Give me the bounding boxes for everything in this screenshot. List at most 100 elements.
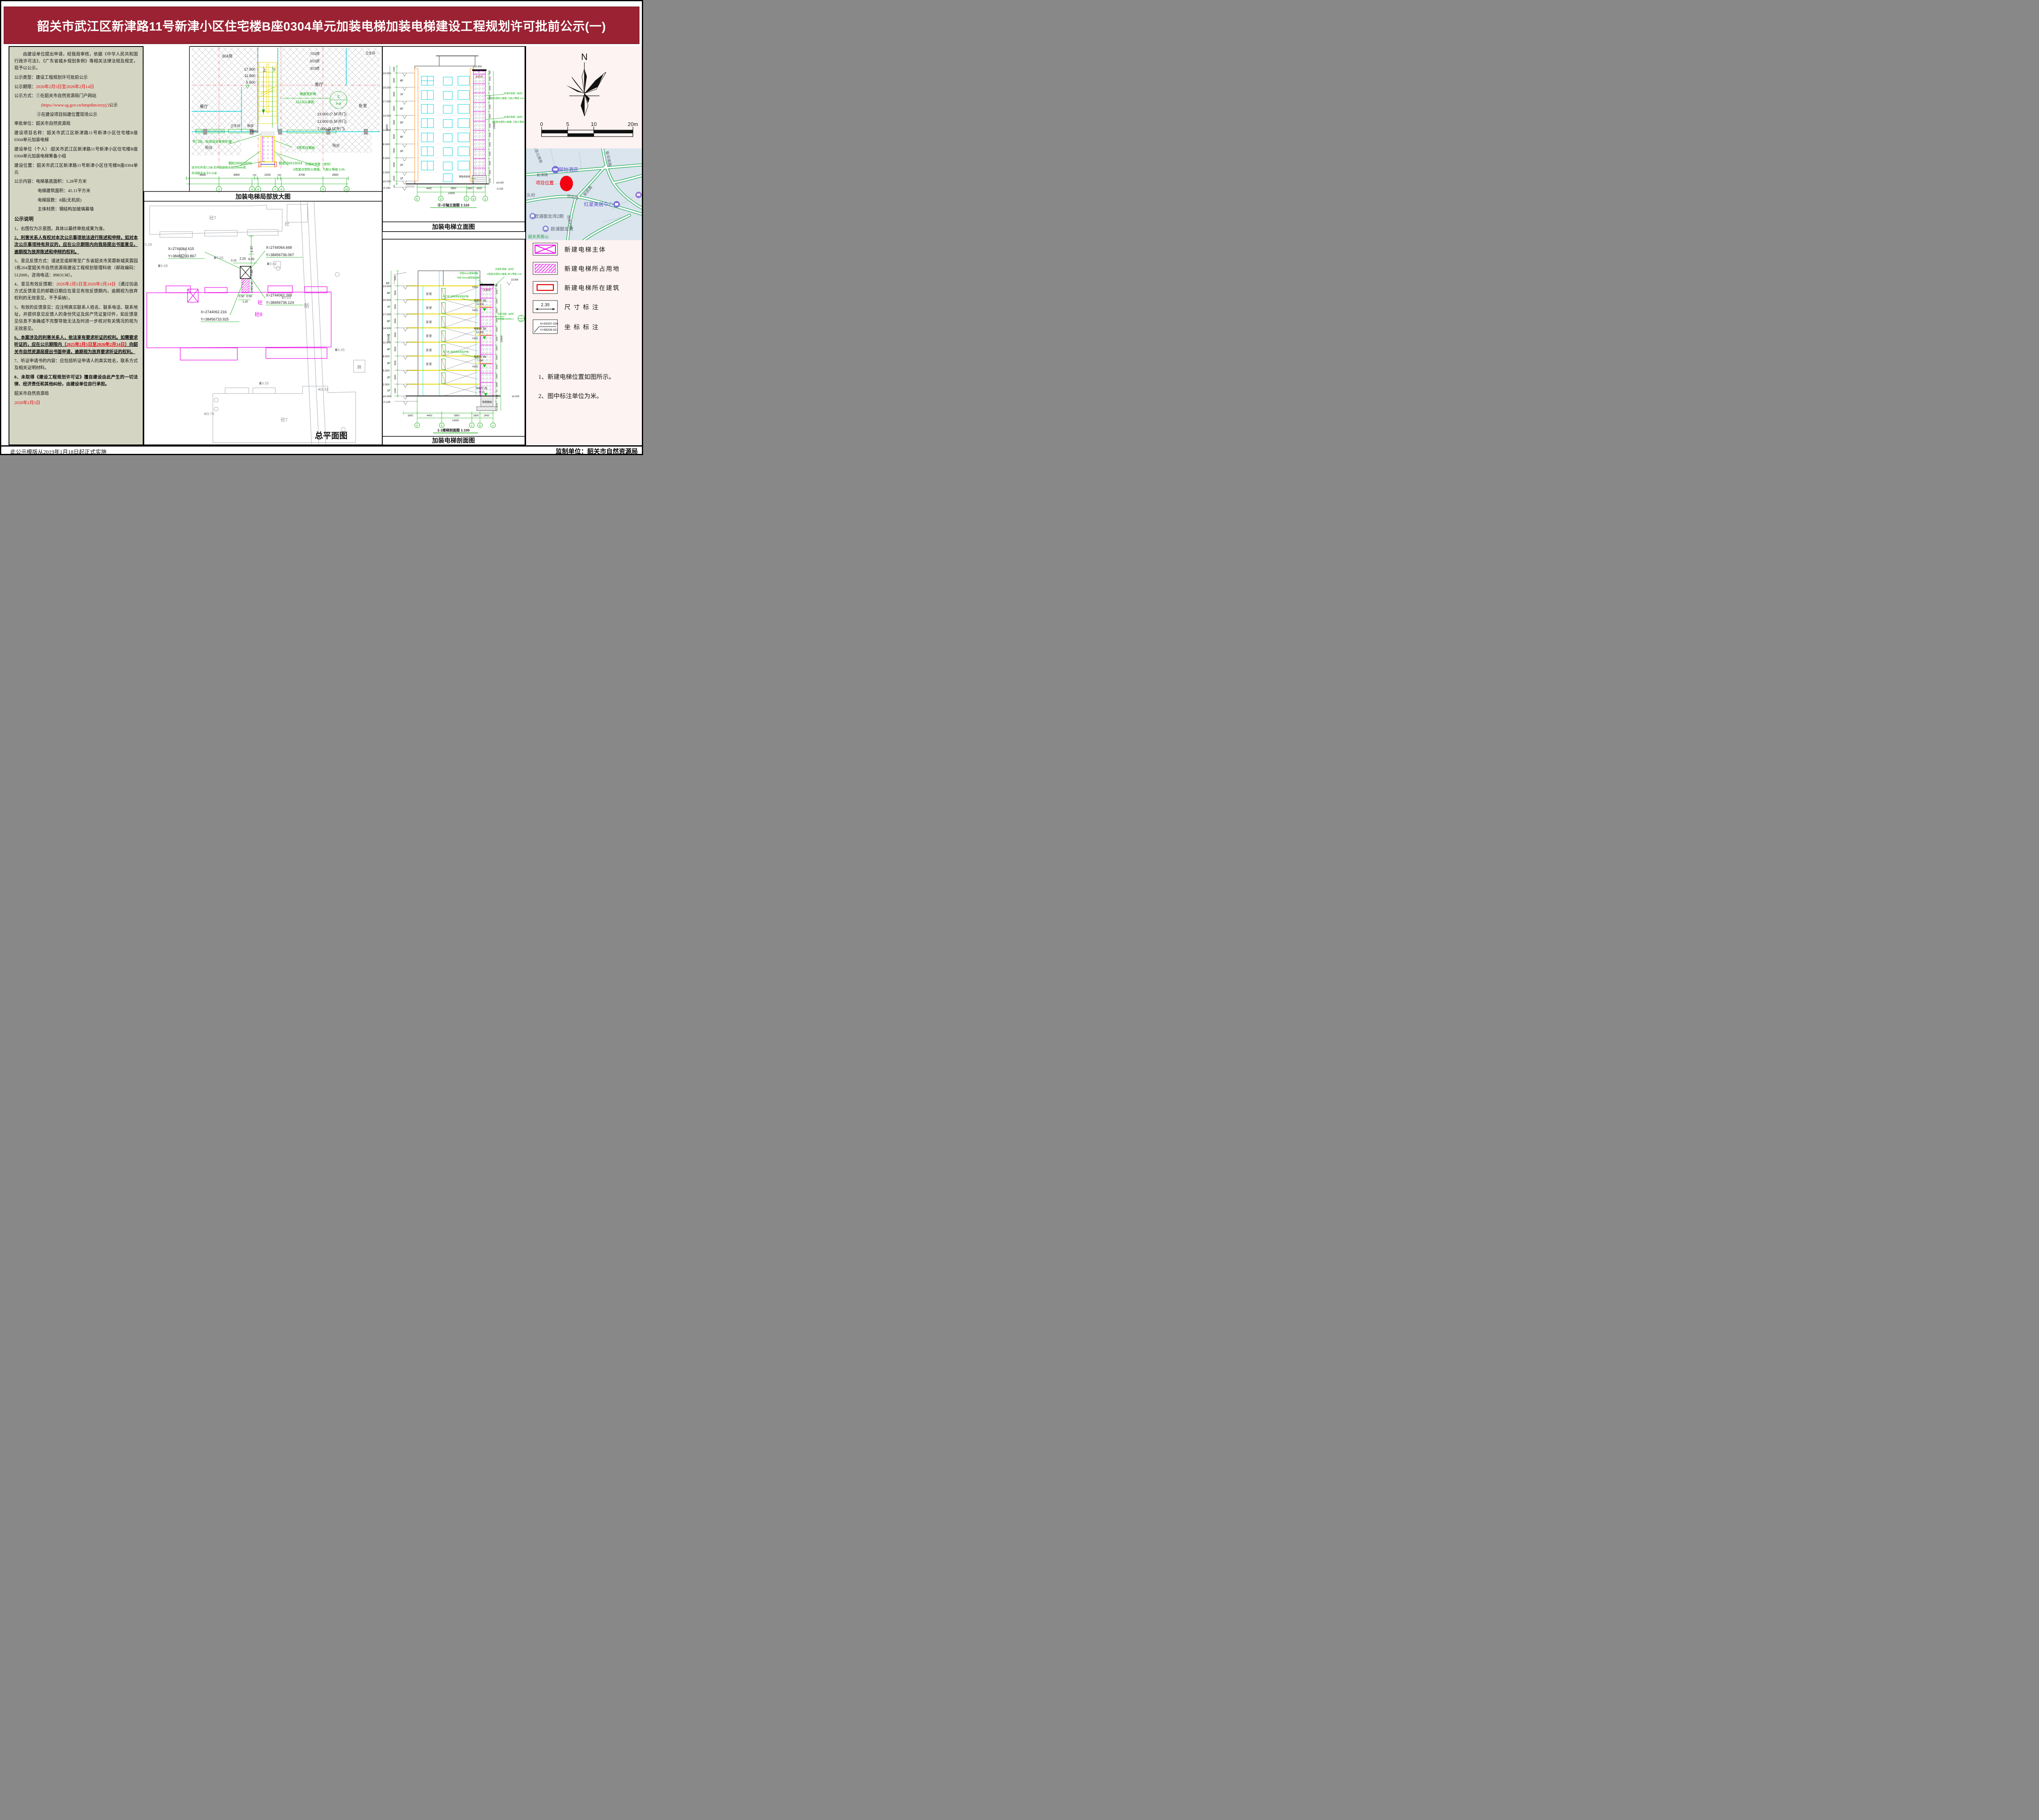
drawing-label: 1600 [407,415,413,417]
drawing-label: 700 [496,284,498,287]
drawing-label: 14300 [448,192,455,195]
drawing-label: 8F [387,292,390,295]
drawing-label: 3000 [394,375,397,380]
drawing-label: 参图集15J403-1 [498,317,513,321]
drawing-label: X=2744062.268 [266,293,292,297]
drawing-label: 2.40 [251,281,254,287]
drawing-label: 5 [566,121,569,127]
drawing-label: 19.000 [476,303,484,306]
drawing-label: 钢梁150X150X4 [279,161,302,165]
drawing-label: 23500 [386,124,389,131]
drawing-label: 2000 [489,76,491,81]
drawing-label: 4400 [426,188,432,190]
sidebar-panel: N [525,46,642,445]
drawing-label: ±0.000 [512,396,520,398]
footer-supervisor: 监制单位：韶关市自然资源局 [555,448,638,455]
drawing-label: 20m [628,121,638,127]
drawing-label: 5.500 [383,157,390,160]
drawing-label: 砼 [258,300,263,305]
notice-text-run: 公示方式：①在韶关市自然资源局门户网站 [14,94,97,99]
drawing-label: ±0.000 [383,395,391,398]
drawing-label: 无机房 [475,75,483,78]
legend-label: 尺 寸 标 注 [564,304,599,311]
drawing-label: Y=38456733.867 [168,254,196,258]
drawing-label: 5900 [454,415,460,417]
notice-text-run: 3、意见反馈方式：请送至或邮寄至广东省韶关市芙蓉新城芙蓉园1栋204室韶关市自然… [14,259,138,278]
drawing-label: 3600 [199,174,206,177]
drawing-label: 卧室 [426,362,432,366]
notice-text-run: 电梯建筑面积：45.11平方米 [38,189,91,193]
drawing-label: 700 [489,71,491,75]
drawing-label: 503房 [310,59,320,63]
footer-template-note: 此公示模版从2019年1月18日起正式实施 [10,449,107,455]
drawing-label: 欧浦御龙湾2期 [534,213,564,219]
drawing-label: YMJ1 [472,286,478,289]
notice-text-panel: 由建设单位提出申请，经我局审核，依据《中华人民共和国行政许可法》、《广东省城乡规… [9,46,144,445]
drawing-label: 11.500 [383,341,391,344]
drawing-label: 59.45 [336,348,345,352]
drawing-label: 23.500 [383,285,391,288]
drawing-label: 开门洞，拆除该处原有护墙 [192,139,232,144]
drawing-label: 3000 [393,134,396,139]
drawing-label: A型复合型防火玻璃, 乃耐火等级 [492,120,524,124]
notice-text-run: ②在建设项目拟建位置现场公示 [37,112,97,117]
north-arrow: N [566,52,606,117]
drawing-label: Y=38456733.925 [201,317,229,321]
drawing-label: 6F [387,320,390,323]
drawing-label: 7 [274,188,276,191]
drawing-label: 59.69 [282,296,291,300]
svg-text:Y=58209.521: Y=58209.521 [540,328,558,332]
legend-label: 新建电梯主体 [564,246,606,253]
drawing-label: 2000 [496,290,498,294]
drawing-label: 1 [521,316,522,318]
drawing-label: C [466,198,468,201]
drawing-label: 2800 [332,174,338,177]
drawing-label: A [492,425,494,427]
legend-label: 新建电梯所在建筑 [564,285,620,292]
side-note-1: 1、新建电梯位置如图所示。 [538,374,615,380]
elevation-and-section-drawing: Ⓔ-Ⓐ轴立面图 1:110 加装电梯立面图 [382,46,525,445]
drawing-label: 0.50 [246,295,252,298]
drawing-label: D [441,425,443,427]
drawing-label: 3000 [394,347,397,352]
plan-drawing [186,47,380,192]
drawing-label: A-8 [336,102,341,106]
drawing-label: 2000 [489,123,491,128]
drawing-label: 2200 [264,174,271,177]
drawing-label: 4厚花纹钢板 [297,146,315,150]
drawing-label: 井道外饰面（余同） [504,115,524,119]
drawing-label: 59.81 [319,387,329,391]
drawing-label: 卧室 [426,306,432,310]
drawing-label: ±0.000 [383,180,391,183]
drawing-label: 1F [400,177,403,180]
drawing-label: 8.500 [383,143,390,146]
drawing-label: 3000 [394,290,397,295]
elevation-title: 加装电梯立面图 [431,223,475,230]
drawing-label: 怡华路 [566,194,579,201]
drawing-label: YMJ1 [250,130,258,133]
drawing-label: 1.60 [251,287,254,293]
drawing-label: 中间 50mm厚保温岩棉 [457,276,480,279]
drawing-label: 10 [345,188,348,191]
page-title-text: 韶关市武江区新津路11号新津小区住宅楼B座0304单元加装电梯加装电梯建设工程规… [37,20,606,33]
drawing-label: 59.68 [159,264,168,268]
drawing-label: 0 [540,121,543,127]
drawing-label: 项目位置 [536,180,554,186]
drawing-label: 2 [337,95,340,99]
drawing-label: 2000 [489,86,491,90]
drawing-label: 4.00 [248,257,254,261]
drawing-label: 井道外饰面（余同） [504,92,524,95]
notice-paragraph: 公示说明 [14,215,138,223]
section-drawing [391,270,525,434]
legend-symbol-host-building [533,281,558,294]
drawing-label: 23900 [501,335,503,342]
drawing-label: 14300 [452,420,459,422]
siteplan-drawing [146,201,365,444]
drawing-label: 3900 [233,174,240,177]
notice-text-run: 2、利害关系人有权对本次公示事项依法进行陈述和申辩，如对本次公示事项持有异议的，… [14,236,138,254]
drawing-label: 3200 [394,276,397,281]
drawing-label: B [473,198,474,201]
drawing-label: 23.900 [511,279,519,281]
notice-paragraph: 审批单位：韶关市自然资源局 [14,120,138,127]
drawing-label: 3000 [394,332,397,337]
